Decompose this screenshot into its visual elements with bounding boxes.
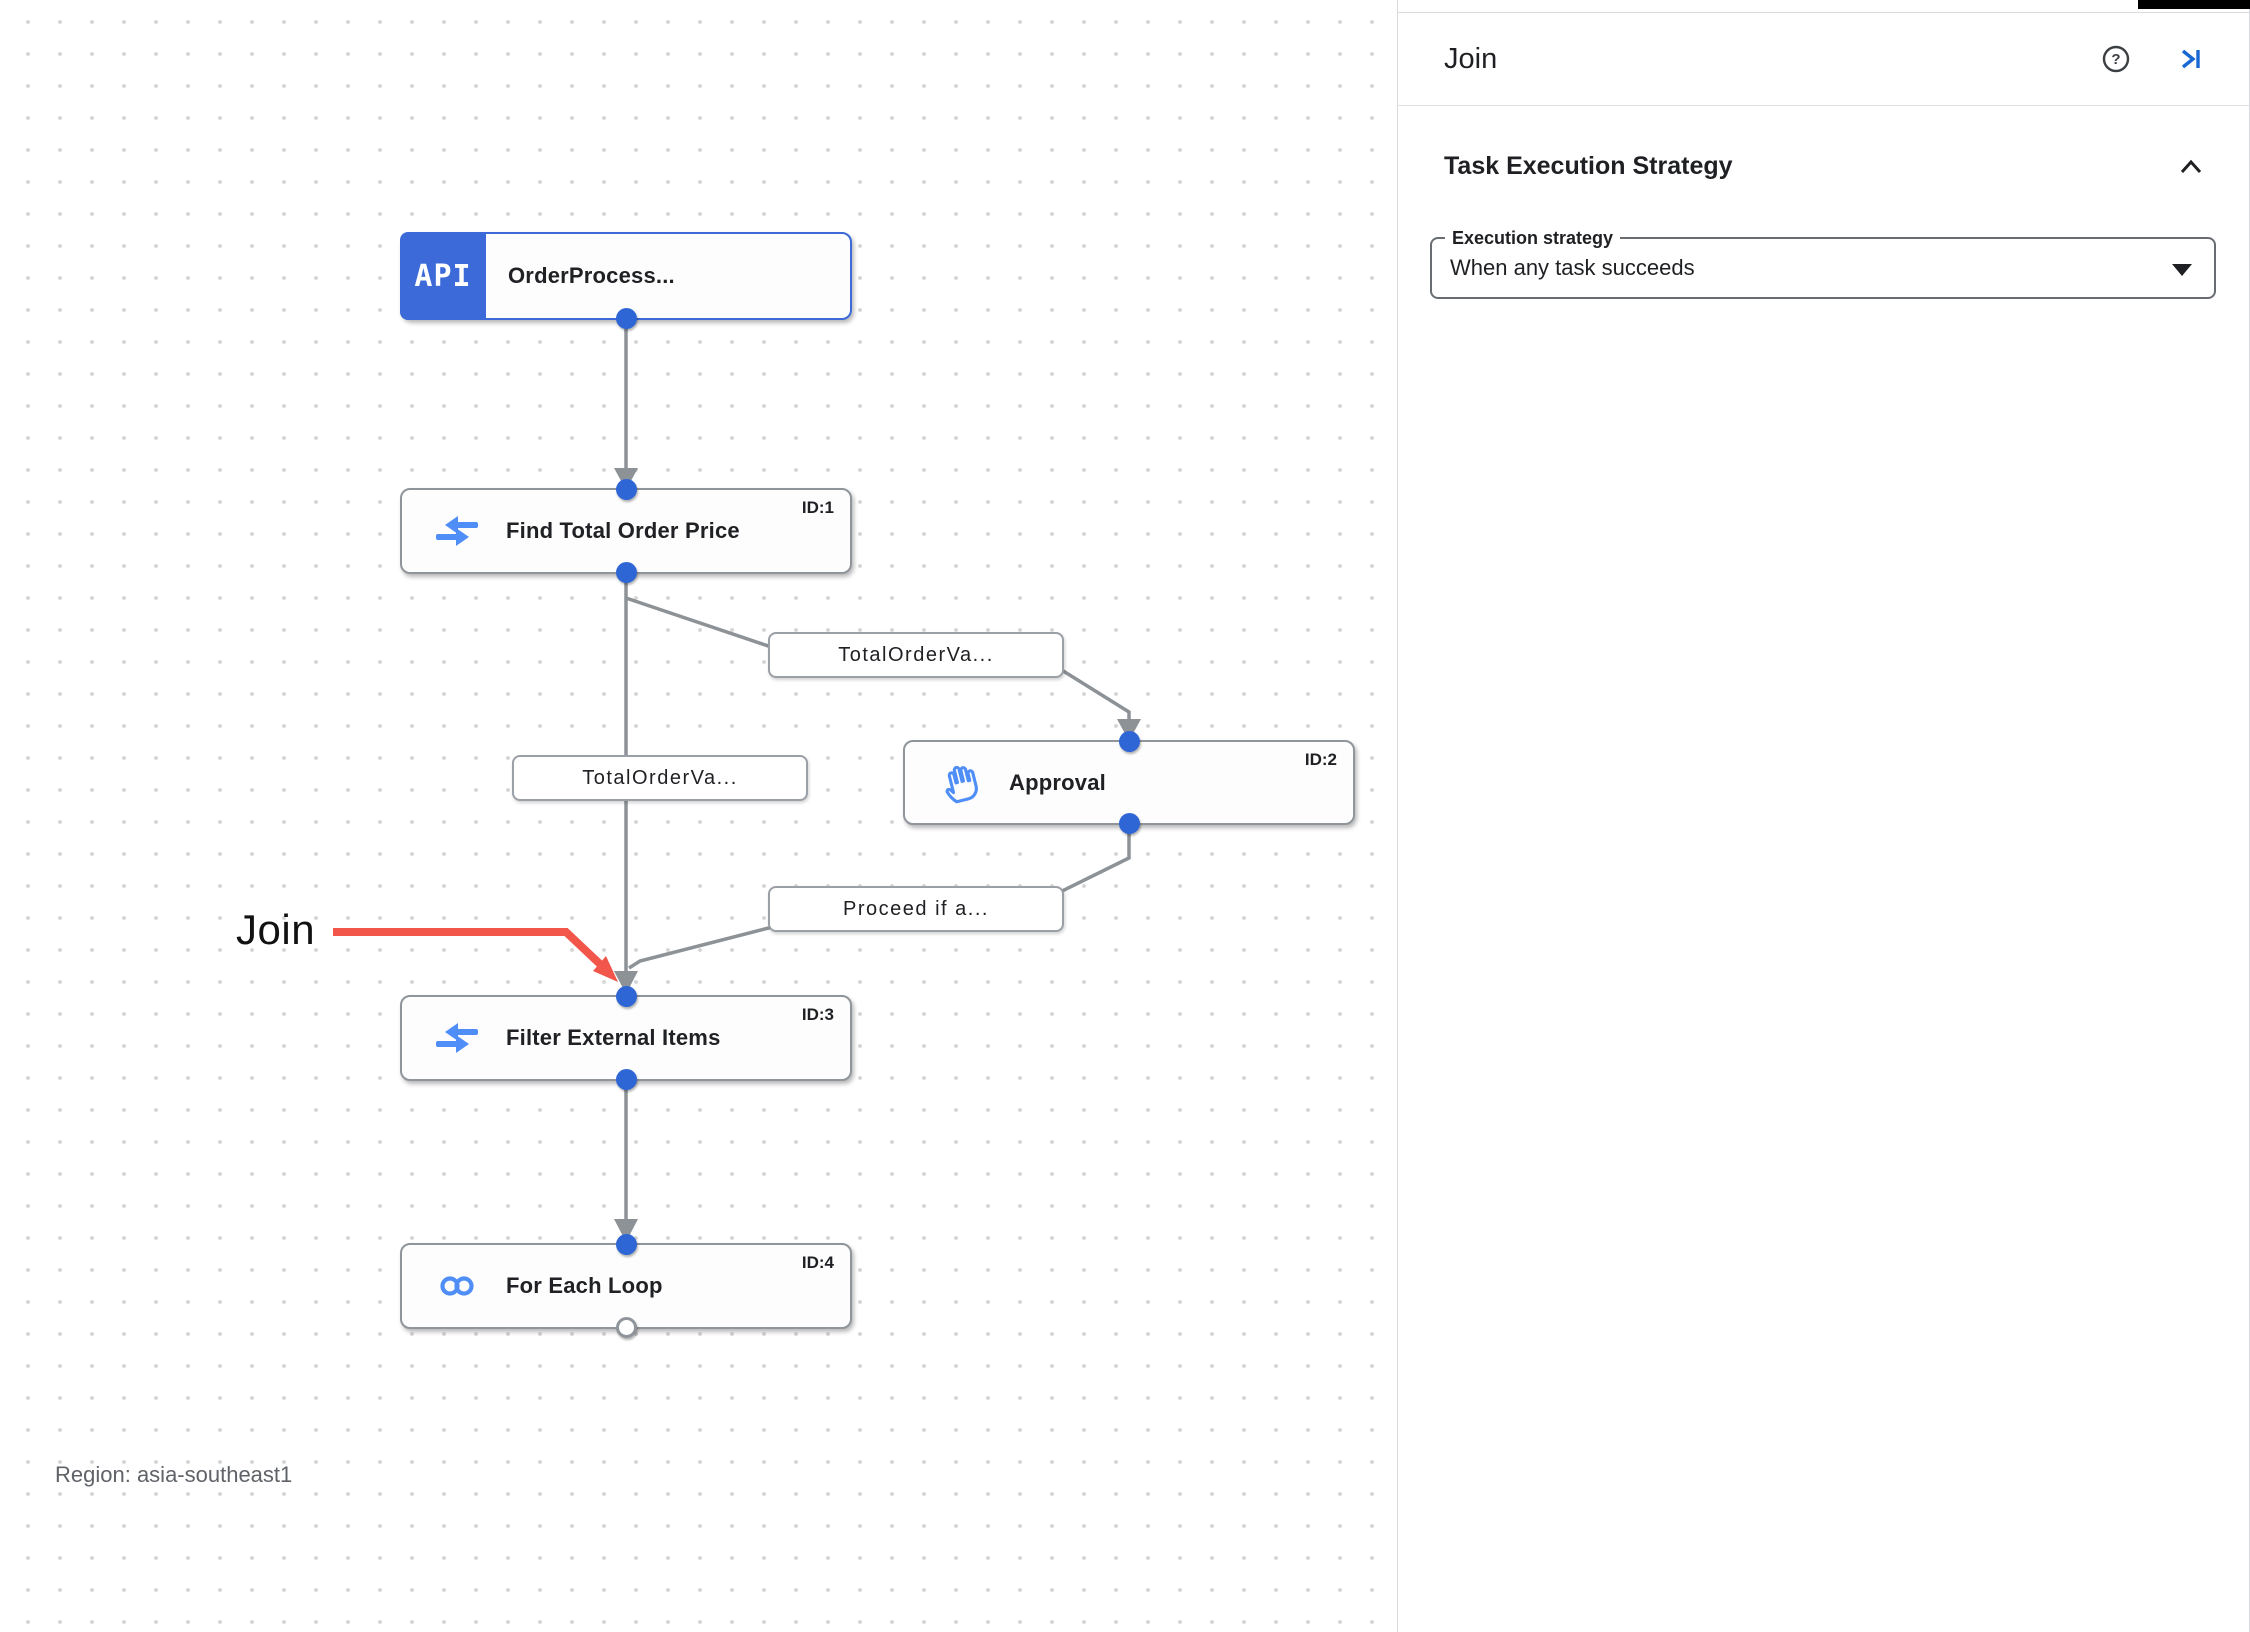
- arrowhead-into-filter: [614, 971, 638, 994]
- execution-strategy-label: Execution strategy: [1445, 226, 1621, 250]
- data-mapping-icon: [426, 1018, 488, 1058]
- execution-strategy-value: When any task succeeds: [1450, 255, 1695, 280]
- node-id-badge: ID:3: [801, 1005, 834, 1024]
- edge-label-proceed-if[interactable]: Proceed if a...: [768, 886, 1064, 932]
- collapse-section-icon[interactable]: [2176, 154, 2206, 180]
- collapse-panel-icon[interactable]: [2175, 44, 2205, 74]
- node-for-each-loop[interactable]: For Each Loop ID:4: [400, 1234, 852, 1338]
- data-mapping-icon: [426, 511, 488, 551]
- output-port[interactable]: [615, 1069, 637, 1090]
- node-title: Approval: [1009, 769, 1106, 795]
- svg-text:?: ?: [2111, 51, 2120, 68]
- join-config-panel: Join ? Task Execution Strategy: [1397, 0, 2250, 1632]
- section-task-execution-strategy: Task Execution Strategy: [1444, 152, 2206, 181]
- help-icon[interactable]: ?: [2101, 44, 2131, 74]
- edge-label-text: TotalOrderVa...: [582, 766, 738, 789]
- edge-label-text: Proceed if a...: [843, 897, 989, 920]
- workflow-canvas[interactable]: Join API OrderProcess... F: [0, 0, 1397, 1632]
- node-filter-external-items[interactable]: Filter External Items ID:3: [400, 986, 852, 1090]
- edge-label-totalorderva-left[interactable]: TotalOrderVa...: [512, 755, 808, 801]
- node-id-badge: ID:4: [801, 1253, 834, 1272]
- section-title: Task Execution Strategy: [1444, 152, 1733, 180]
- join-annotation-label: Join: [236, 906, 316, 953]
- panel-title: Join: [1444, 42, 1498, 75]
- panel-top-border: [1398, 12, 2249, 13]
- edge-label-totalorderva-right[interactable]: TotalOrderVa...: [768, 632, 1064, 678]
- input-port[interactable]: [615, 986, 637, 1007]
- input-port[interactable]: [615, 1234, 637, 1255]
- api-badge: API: [400, 232, 486, 320]
- execution-strategy-dropdown[interactable]: Execution strategy When any task succeed…: [1430, 226, 2216, 299]
- output-port[interactable]: [1118, 813, 1140, 834]
- output-port[interactable]: [615, 308, 637, 329]
- loop-icon: [426, 1266, 488, 1306]
- edge-label-text: TotalOrderVa...: [838, 643, 994, 666]
- node-title: Filter External Items: [506, 1025, 721, 1050]
- node-approval[interactable]: Approval ID:2: [903, 731, 1355, 834]
- hand-icon: [929, 761, 991, 805]
- arrowhead-into-foreach: [614, 1219, 638, 1242]
- node-title: OrderProcess...: [508, 263, 675, 288]
- output-port[interactable]: [615, 562, 637, 583]
- region-label: Region: asia-southeast1: [55, 1462, 293, 1487]
- node-id-badge: ID:1: [801, 498, 834, 517]
- panel-divider: [1398, 105, 2249, 106]
- dropdown-arrow-icon[interactable]: [2172, 264, 2192, 276]
- input-port[interactable]: [1118, 731, 1140, 752]
- join-annotation-arrow: [333, 928, 618, 982]
- input-port[interactable]: [615, 479, 637, 500]
- node-title: Find Total Order Price: [506, 518, 740, 543]
- node-find-total-order-price[interactable]: Find Total Order Price ID:1: [400, 479, 852, 583]
- node-id-badge: ID:2: [1304, 750, 1337, 769]
- api-badge-label: API: [414, 258, 472, 294]
- arrowhead-into-approval: [1117, 719, 1141, 741]
- window-edge-artifact: [2138, 0, 2250, 9]
- output-port-unconnected[interactable]: [615, 1317, 637, 1338]
- node-title: For Each Loop: [506, 1273, 663, 1298]
- node-order-process-trigger[interactable]: API OrderProcess...: [400, 232, 852, 329]
- panel-header: Join ?: [1398, 13, 2249, 105]
